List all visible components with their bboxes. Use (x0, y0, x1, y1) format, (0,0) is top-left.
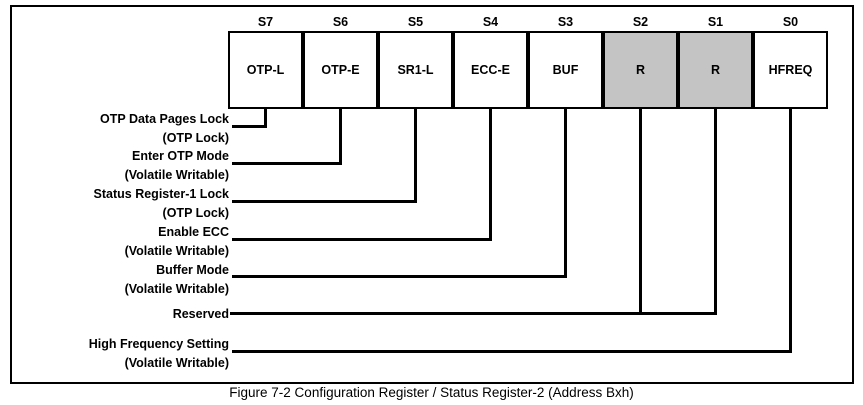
bit-id-s1: S1 (707, 15, 724, 29)
bit-id-s0: S0 (782, 15, 799, 29)
field-name-otp-data-pages-lock: OTP Data Pages Lock (100, 112, 229, 126)
connector-s0 (232, 107, 792, 353)
bit-cell-reserved-s1: R (678, 31, 753, 109)
field-attr-enable-ecc: (Volatile Writable) (124, 244, 229, 258)
field-label-column: OTP Data Pages Lock (OTP Lock) Enter OTP… (0, 0, 229, 405)
field-attr-buffer-mode: (Volatile Writable) (124, 282, 229, 296)
bit-cell-buf: BUF (528, 31, 603, 109)
field-name-buffer-mode: Buffer Mode (156, 263, 229, 277)
bit-id-s6: S6 (332, 15, 349, 29)
bit-cell-sr1-l: SR1-L (378, 31, 453, 109)
bit-cell-ecc-e: ECC-E (453, 31, 528, 109)
field-name-high-frequency-setting: High Frequency Setting (88, 337, 229, 351)
register-frame (10, 5, 854, 384)
field-attr-status-register-1-lock: (OTP Lock) (162, 206, 229, 220)
field-name-enable-ecc: Enable ECC (158, 225, 229, 239)
connector-s4 (232, 107, 492, 241)
bit-id-row: S7 S6 S5 S4 S3 S2 S1 S0 (228, 14, 828, 30)
connector-s7 (232, 107, 267, 128)
connector-s6 (232, 107, 342, 165)
field-attr-otp-data-pages-lock: (OTP Lock) (162, 131, 229, 145)
bit-id-s5: S5 (407, 15, 424, 29)
bit-cell-otp-l: OTP-L (228, 31, 303, 109)
figure-caption: Figure 7-2 Configuration Register / Stat… (229, 385, 634, 400)
connector-s5 (232, 107, 417, 203)
connector-s3 (232, 107, 567, 278)
field-name-reserved: Reserved (172, 307, 229, 321)
bit-id-s7: S7 (257, 15, 274, 29)
connector-s1 (230, 107, 717, 315)
bit-id-s2: S2 (632, 15, 649, 29)
field-name-enter-otp-mode: Enter OTP Mode (131, 149, 229, 163)
field-attr-high-frequency-setting: (Volatile Writable) (124, 356, 229, 370)
field-attr-enter-otp-mode: (Volatile Writable) (124, 168, 229, 182)
bit-cell-reserved-s2: R (603, 31, 678, 109)
bit-id-s3: S3 (557, 15, 574, 29)
register-bit-grid: OTP-L OTP-E SR1-L ECC-E BUF R R HFREQ (228, 31, 828, 109)
bit-cell-hfreq: HFREQ (753, 31, 828, 109)
field-name-status-register-1-lock: Status Register-1 Lock (93, 187, 229, 201)
bit-id-s4: S4 (482, 15, 499, 29)
bit-cell-otp-e: OTP-E (303, 31, 378, 109)
